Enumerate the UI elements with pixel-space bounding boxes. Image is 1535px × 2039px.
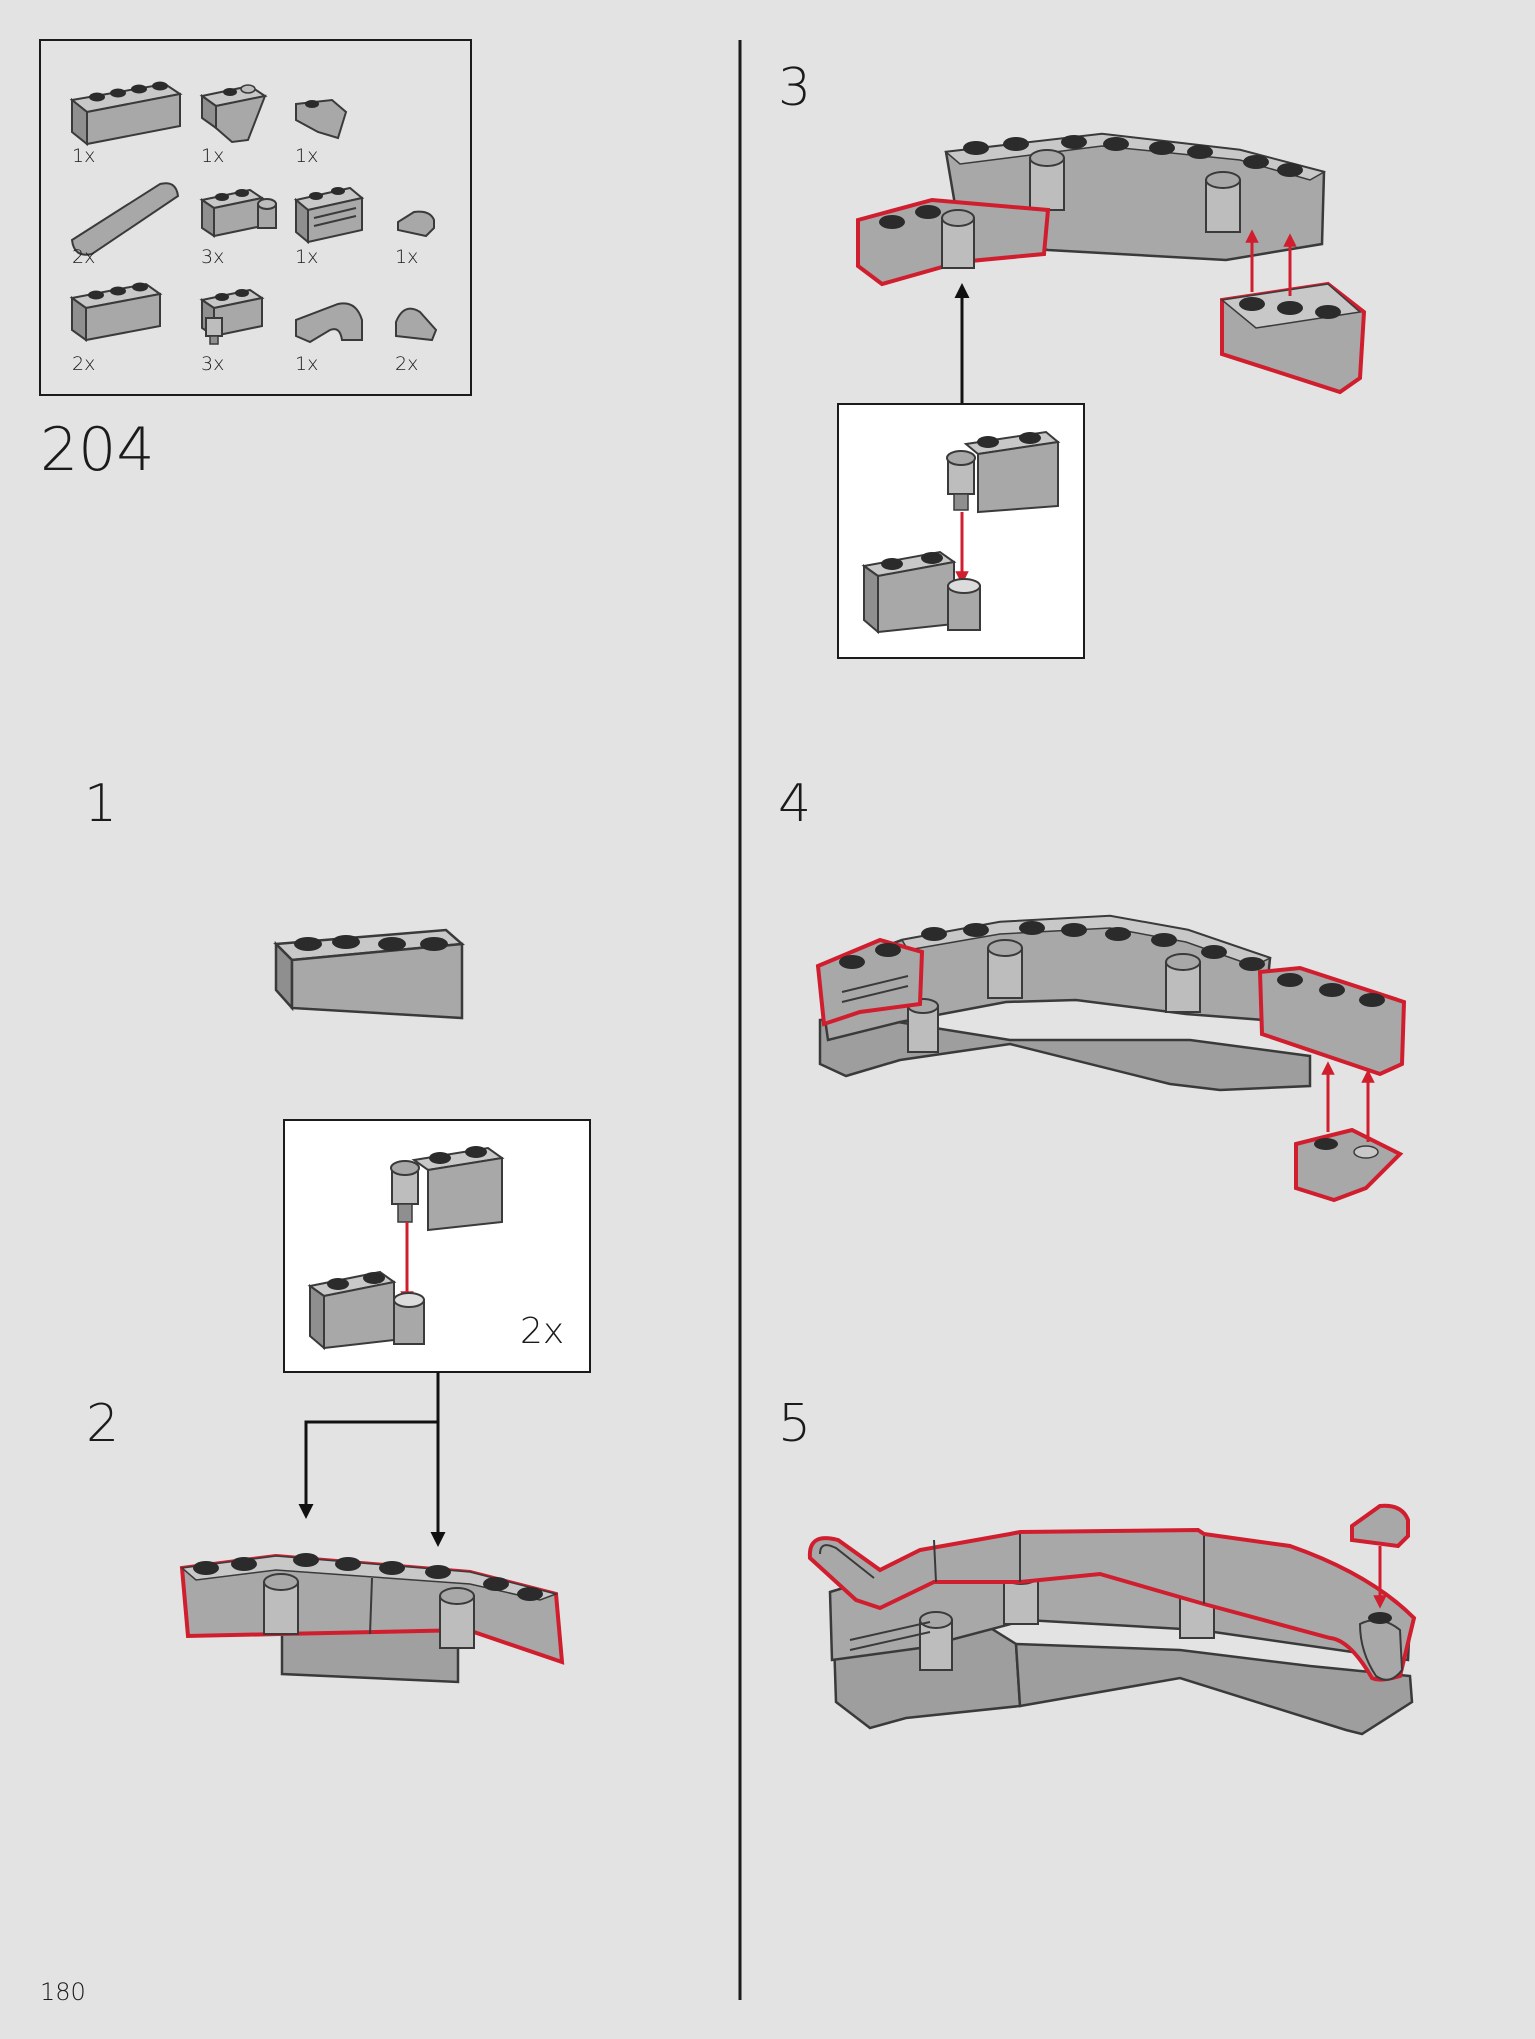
part-quantity: 1x [72,145,96,167]
part-slope-round [395,307,438,342]
step-2-model [179,1553,565,1684]
step-4-new-slope [1294,1061,1404,1203]
part-slope-curved [295,98,348,140]
part-slope-inverted [199,84,268,144]
part-brick-1x4 [69,81,183,147]
part-brick-grille [293,186,365,245]
part-brick-with-pin [199,288,265,345]
step-number: 3 [778,58,812,118]
step-2-subassembly-callout [283,1119,591,1373]
step-number: 2 [86,1394,120,1454]
step-3-subassembly-callout [837,283,1085,659]
subassembly-quantity: 2x [520,1311,565,1352]
part-tile-quarter-round [397,210,435,238]
step-number: 4 [778,774,812,834]
part-quantity: 1x [395,246,419,268]
part-quantity: 3x [201,353,225,375]
part-quantity: 2x [72,353,96,375]
part-quantity: 1x [201,145,225,167]
step-5-new-tile [1350,1503,1410,1609]
step-3-new-brick [1220,229,1367,395]
part-quantity: 2x [72,246,96,268]
part-brick-1x3 [69,282,163,342]
step-number: 1 [84,774,118,834]
part-quantity: 1x [295,353,319,375]
part-quantity: 2x [395,353,419,375]
part-cylinder-half [70,182,180,256]
part-quantity: 3x [201,246,225,268]
part-brick-elbow [295,302,363,344]
step-number: 5 [778,1394,812,1454]
step-2-connector-arrows [298,1372,446,1547]
step-1-brick [273,928,466,1020]
part-quantity: 1x [295,246,319,268]
parts-list-panel [39,39,472,396]
step-3-model [856,132,1326,287]
step-4-model [815,914,1407,1092]
step-5-model [807,1527,1417,1736]
page-number: 180 [40,1978,86,2006]
part-brick-with-clip [199,188,277,238]
part-quantity: 1x [295,145,319,167]
set-number: 204 [40,415,155,485]
